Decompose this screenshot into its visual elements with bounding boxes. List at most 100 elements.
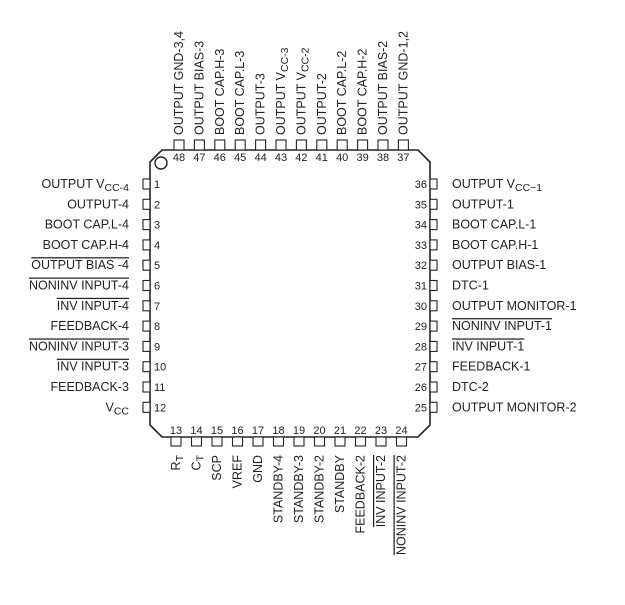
pin-label: NONINV INPUT-1 [452, 319, 552, 333]
pin-pad [142, 320, 151, 332]
pin-pad [395, 436, 408, 447]
pin-pad [275, 139, 287, 151]
pin-label: DTC-2 [452, 380, 489, 394]
pin-label: GND [251, 455, 265, 483]
pin-11: 11 FEEDBACK-3 [51, 380, 166, 394]
pin-pad [429, 259, 438, 271]
pin-number: 3 [154, 220, 160, 232]
pin-label: FEEDBACK-3 [51, 380, 130, 394]
pin-number: 24 [395, 425, 407, 437]
pin-pad [142, 259, 151, 271]
pin-label: OUTPUT-1 [452, 197, 514, 211]
pin-number: 18 [272, 425, 284, 437]
pin-number: 10 [154, 362, 166, 374]
pin-number: 2 [154, 199, 160, 211]
pin-pad [142, 198, 151, 210]
pin-pad [354, 436, 367, 447]
pin-number: 20 [313, 425, 325, 437]
pin-pad [173, 139, 185, 151]
pin-34: 34 BOOT CAP.L-1 [415, 218, 537, 232]
pin-pad [357, 139, 369, 151]
pin-number: 47 [193, 152, 205, 164]
pin-pad [142, 219, 151, 231]
pin-number: 45 [234, 152, 246, 164]
pin-label: OUTPUT GND-1,2 [396, 31, 410, 135]
pin-pad [295, 139, 307, 151]
pin-number: 6 [154, 281, 160, 293]
pin-number: 30 [415, 301, 427, 313]
pin-pad [234, 139, 246, 151]
pin-number: 11 [154, 382, 165, 394]
pin-pad [142, 340, 151, 352]
pin-label: STANDBY-4 [272, 455, 286, 523]
pin-pad [142, 300, 151, 312]
pin-number: 41 [316, 152, 328, 164]
pin-pad [429, 340, 438, 352]
pin-pad [211, 436, 223, 447]
pin-number: 32 [415, 260, 427, 272]
pin-pad [429, 381, 438, 393]
pin-label: VREF [231, 455, 245, 489]
pin-pad [272, 436, 285, 447]
pin-label: VCC [105, 400, 129, 417]
pin-pad [231, 436, 244, 447]
pin-label: BOOT CAP.L-1 [452, 218, 536, 232]
pin-pad [316, 139, 328, 151]
pin-pad [429, 219, 438, 231]
pin-pad [429, 279, 438, 292]
pin1-marker [154, 156, 168, 170]
pin-number: 34 [415, 220, 427, 232]
pin-pad [142, 361, 151, 373]
pin-pad [375, 436, 387, 447]
pin-number: 22 [354, 425, 366, 437]
pin-30: 30 OUTPUT MONITOR-1 [415, 299, 577, 313]
pin-label: BOOT CAP.H-3 [213, 49, 227, 135]
pin-label: STANDBY-2 [313, 455, 327, 523]
pin-number: 13 [170, 425, 182, 437]
pin-pad [397, 139, 409, 151]
pin-pad [214, 139, 226, 151]
pin-pad [429, 320, 438, 332]
pin-number: 42 [295, 152, 307, 164]
pin-label: OUTPUT-4 [67, 197, 129, 211]
pin-label: SCP [210, 455, 224, 481]
pin-label: DTC-1 [452, 279, 489, 293]
pin-label: OUTPUT MONITOR-1 [452, 299, 577, 313]
pin-number: 5 [154, 260, 160, 272]
pin-number: 48 [173, 152, 185, 164]
pin-number: 25 [415, 402, 427, 414]
pin-label: INV INPUT-2 [374, 455, 388, 527]
pin-number: 16 [231, 425, 243, 437]
pin-label: NONINV INPUT-2 [395, 455, 409, 555]
pin-label: INV INPUT-3 [57, 360, 129, 374]
pin-pad [142, 239, 151, 251]
pin-number: 35 [415, 199, 427, 211]
pin-pad [142, 381, 151, 393]
pin-pad [334, 436, 346, 447]
pin-pad [429, 401, 438, 413]
pin-pad [193, 139, 205, 151]
pin-label: OUTPUT-2 [315, 73, 329, 135]
pin-number: 23 [375, 425, 387, 437]
pin-label: FEEDBACK-4 [51, 319, 130, 333]
